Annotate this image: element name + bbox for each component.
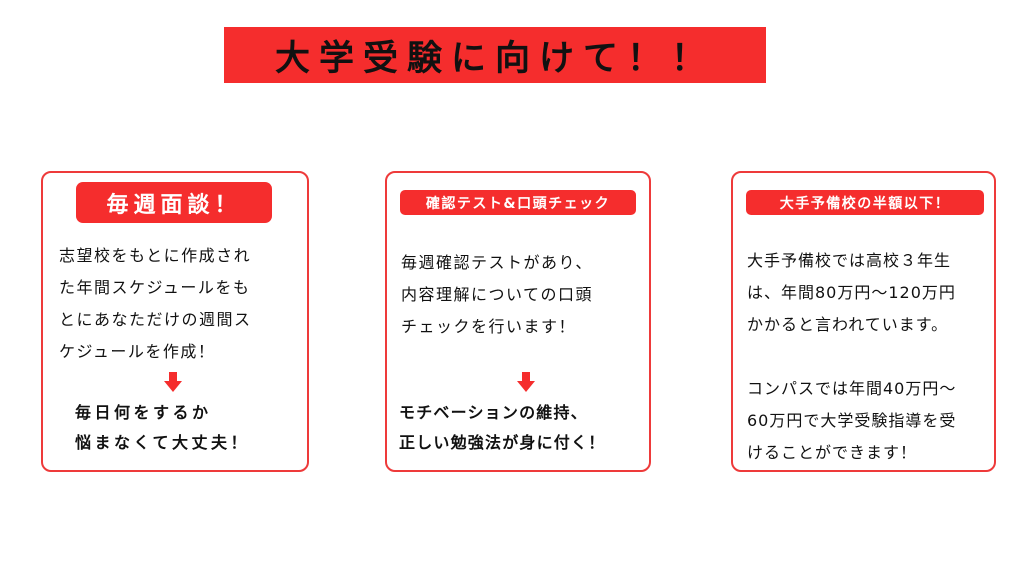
- body-line: 60万円で大学受験指導を受: [747, 411, 957, 430]
- body-line: は、年間80万円〜120万円: [747, 283, 956, 302]
- body-line: 内容理解についての口頭: [401, 285, 594, 304]
- body-line: かかると言われています。: [747, 315, 949, 334]
- paragraph-gap: [747, 341, 956, 373]
- card-confirmation-test: 確認テスト&口頭チェック 毎週確認テストがあり、 内容理解についての口頭 チェッ…: [385, 171, 651, 472]
- body-line: 志望校をもとに作成され: [59, 246, 252, 265]
- body-line: チェックを行います！: [401, 317, 577, 336]
- card-badge: 確認テスト&口頭チェック: [400, 190, 636, 215]
- body-line: ケジュールを作成！: [59, 342, 216, 361]
- card-result: モチベーションの維持、 正しい勉強法が身に付く！: [399, 398, 605, 458]
- arrow-down-icon: [517, 372, 535, 392]
- body-line: た年間スケジュールをも: [59, 278, 251, 297]
- result-line: 悩まなくて大丈夫！: [75, 433, 251, 452]
- result-line: 正しい勉強法が身に付く！: [399, 433, 606, 452]
- body-line: 大手予備校では高校３年生: [747, 251, 952, 270]
- body-line: とにあなただけの週間ス: [59, 310, 252, 329]
- card-badge: 大手予備校の半額以下！: [746, 190, 984, 215]
- result-line: モチベーションの維持、: [399, 403, 588, 422]
- result-line: 毎日何をするか: [75, 403, 212, 422]
- card-result: 毎日何をするか 悩まなくて大丈夫！: [75, 398, 250, 458]
- card-weekly-meeting: 毎週面談！ 志望校をもとに作成され た年間スケジュールをも とにあなただけの週間…: [41, 171, 309, 472]
- card-body: 大手予備校では高校３年生 は、年間80万円〜120万円 かかると言われています。…: [747, 245, 956, 469]
- card-badge: 毎週面談！: [76, 182, 272, 223]
- card-body: 志望校をもとに作成され た年間スケジュールをも とにあなただけの週間ス ケジュー…: [59, 240, 252, 368]
- body-line: 毎週確認テストがあり、: [401, 253, 593, 272]
- body-line: コンパスでは年間40万円〜: [747, 379, 957, 398]
- page-title: 大学受験に向けて！！: [224, 27, 766, 83]
- body-line: けることができます！: [747, 443, 918, 462]
- card-body: 毎週確認テストがあり、 内容理解についての口頭 チェックを行います！: [401, 247, 593, 343]
- arrow-down-icon: [164, 372, 182, 392]
- card-half-price: 大手予備校の半額以下！ 大手予備校では高校３年生 は、年間80万円〜120万円 …: [731, 171, 996, 472]
